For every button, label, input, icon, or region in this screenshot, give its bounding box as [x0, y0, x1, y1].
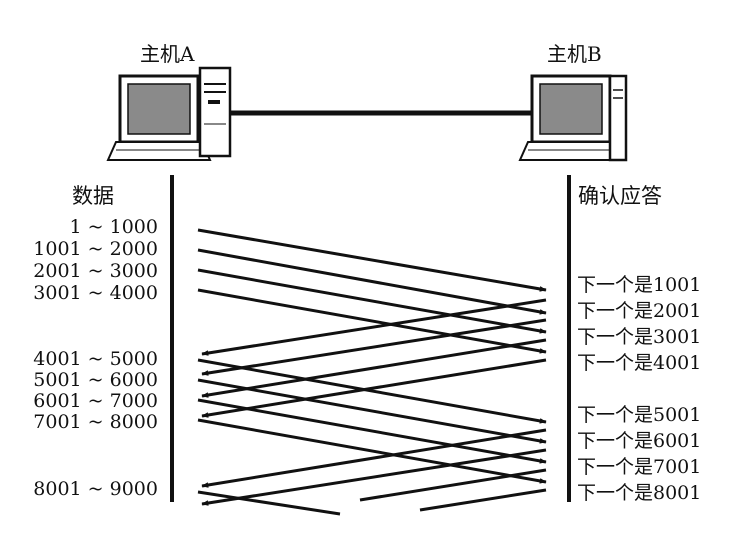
data-arrow [197, 248, 547, 315]
segment-label: 2001 ~ 3000 [33, 260, 158, 282]
ack-label: 下一个是2001 [577, 300, 702, 322]
data-arrow [197, 228, 547, 292]
host-a-label: 主机A [140, 42, 195, 66]
data-column-title: 数据 [72, 184, 114, 208]
ack-arrow [201, 318, 547, 376]
ack-column-title: 确认应答 [578, 184, 662, 208]
ack-arrow [359, 468, 547, 502]
ack-label: 下一个是8001 [577, 482, 702, 504]
ack-arrow [201, 338, 547, 398]
data-arrow [197, 398, 547, 464]
segment-label: 6001 ~ 7000 [33, 390, 158, 412]
segment-label: 7001 ~ 8000 [33, 411, 158, 433]
ack-arrow [201, 358, 547, 418]
ack-label: 下一个是4001 [577, 352, 702, 374]
data-arrow [197, 490, 341, 516]
ack-arrow [201, 428, 547, 488]
ack-label: 下一个是3001 [577, 326, 702, 348]
segment-label: 8001 ~ 9000 [33, 478, 158, 500]
host-a-computer-icon [106, 66, 232, 161]
host-b-computer-icon [518, 74, 628, 162]
ack-arrow [201, 448, 547, 506]
ack-arrow [201, 298, 547, 356]
segment-label: 5001 ~ 6000 [33, 369, 158, 391]
host-b-label: 主机B [547, 42, 602, 66]
segment-label: 3001 ~ 4000 [33, 282, 158, 304]
data-arrow [197, 358, 547, 424]
ack-label: 下一个是7001 [577, 456, 702, 478]
data-arrow [197, 378, 547, 444]
ack-label: 下一个是1001 [577, 274, 702, 296]
data-arrow [197, 268, 547, 334]
ack-arrow [419, 488, 547, 512]
ack-label: 下一个是6001 [577, 430, 702, 452]
segment-label: 4001 ~ 5000 [33, 348, 158, 370]
ack-label: 下一个是5001 [577, 404, 702, 426]
data-arrow [197, 288, 547, 354]
data-arrow [197, 418, 547, 484]
segment-label: 1001 ~ 2000 [33, 238, 158, 260]
segment-label: 1 ~ 1000 [69, 216, 158, 238]
